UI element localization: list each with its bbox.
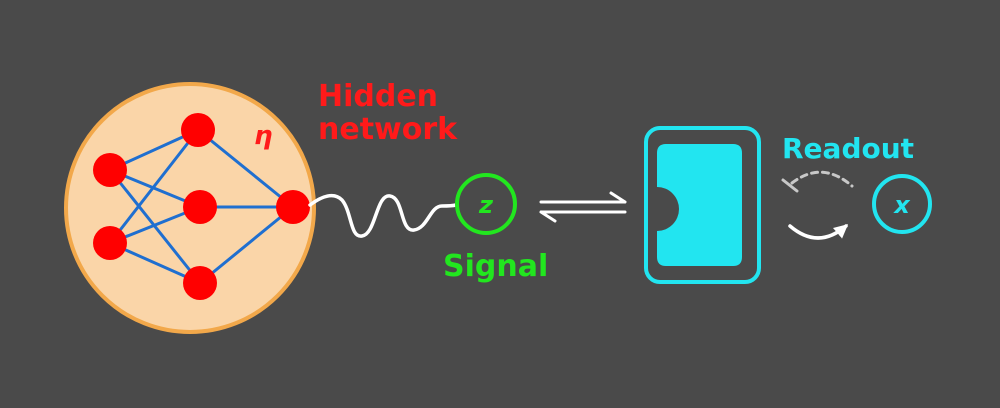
- readout-variable: x: [893, 191, 911, 219]
- network-node: [93, 153, 127, 187]
- network-edge: [196, 128, 295, 209]
- signal-variable: z: [478, 191, 494, 219]
- arc-tick: [781, 178, 799, 193]
- signal-circle: [455, 173, 517, 235]
- receptor-outer-frame: [644, 126, 761, 284]
- dashed-return-arc: [790, 170, 854, 188]
- readout-node: x: [872, 174, 932, 234]
- circular-cycle-arrow-icon: [781, 170, 854, 240]
- network-edge: [198, 205, 295, 285]
- readout-circle: [872, 174, 932, 234]
- network-node: [276, 190, 310, 224]
- eta-label: η: [254, 121, 273, 151]
- signal-node: z: [455, 173, 517, 235]
- readout-label: Readout: [782, 132, 914, 165]
- receptor-cell-icon: [644, 126, 761, 284]
- signal-wire: [308, 193, 458, 238]
- hidden-label-line1: Hidden: [318, 79, 438, 114]
- network-node: [183, 266, 217, 300]
- hidden-network: η: [64, 82, 316, 334]
- receptor-body: [657, 144, 742, 266]
- solid-forward-arc: [788, 224, 849, 240]
- signal-label: Signal: [443, 249, 548, 284]
- network-node: [93, 226, 127, 260]
- network-edge: [108, 128, 200, 245]
- network-nodes: [93, 113, 310, 300]
- forward-arrow: [539, 191, 627, 204]
- network-node: [181, 113, 215, 147]
- hidden-label-line2: network: [318, 112, 458, 147]
- network-node: [183, 190, 217, 224]
- reverse-arrow: [539, 210, 627, 223]
- reversible-equilibrium-arrows-icon: [539, 191, 627, 223]
